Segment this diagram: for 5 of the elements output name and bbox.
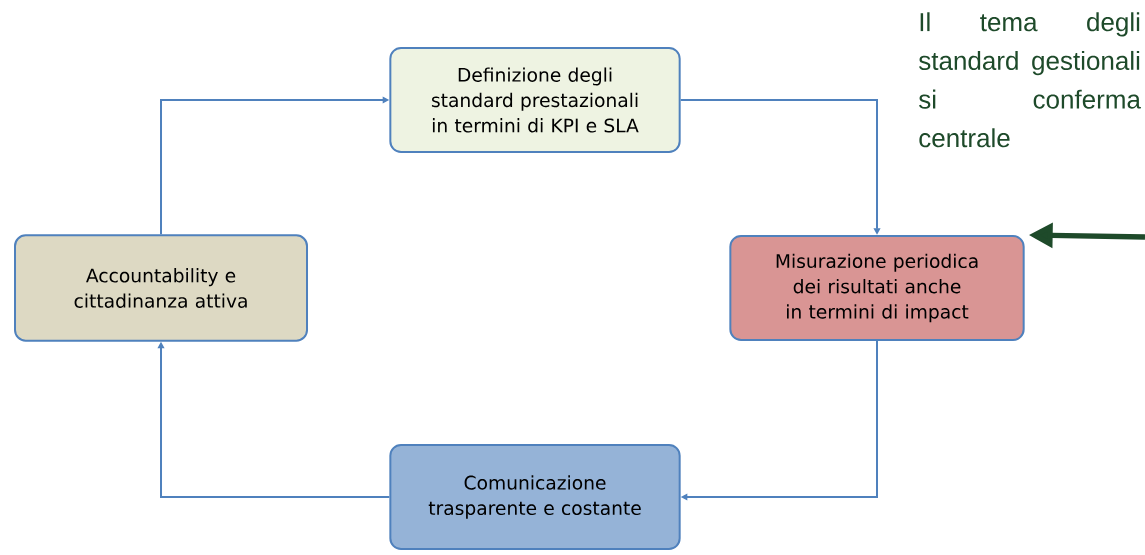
note-text: Il tema degli standard gestionali si conferma centrale xyxy=(919,12,1141,148)
process-box: Accountability e cittadinanza attiva xyxy=(14,234,308,342)
process-box: Misurazione periodica dei risultati anche in termini di impact xyxy=(729,235,1025,341)
process-box: Definizione degli standard prestazionali in termini di KPI e SLA xyxy=(389,47,681,153)
process-box: Comunicazione trasparente e costante xyxy=(389,444,681,550)
